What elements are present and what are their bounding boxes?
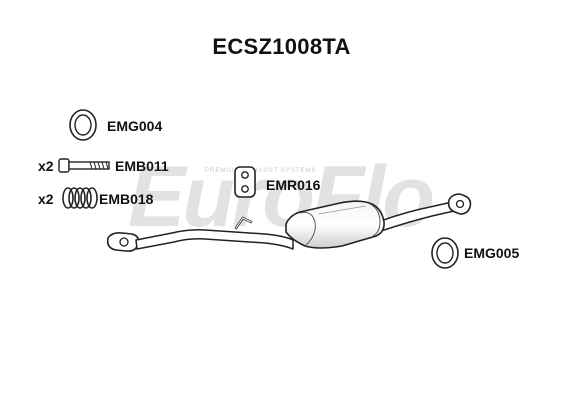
label-emg005: EMG005	[464, 245, 520, 261]
label-emb018: EMB018	[99, 191, 154, 207]
front-pipe	[135, 229, 294, 250]
rear-flange-icon	[447, 193, 472, 215]
rubber-mount-emr016-icon	[234, 166, 256, 198]
label-emg004: EMG004	[107, 118, 163, 134]
bolt-emb011-icon	[58, 158, 110, 173]
exhaust-assembly	[106, 193, 472, 252]
catalytic-converter	[285, 200, 385, 249]
front-flange-icon	[106, 232, 140, 252]
gasket-emg004-icon	[69, 109, 97, 141]
label-emb011: EMB011	[115, 158, 169, 174]
hanger-pin	[234, 216, 253, 230]
qty-emb011: x2	[38, 158, 54, 174]
watermark-tagline: PREMIUM EXHAUST SYSTEMS	[205, 168, 317, 174]
qty-emb018: x2	[38, 191, 54, 207]
part-number-title: ECSZ1008TA	[212, 34, 351, 59]
spring-emb018-icon	[62, 187, 98, 209]
label-emr016: EMR016	[266, 177, 321, 193]
gasket-emg005-icon	[431, 237, 459, 269]
rear-pipe	[377, 201, 455, 232]
